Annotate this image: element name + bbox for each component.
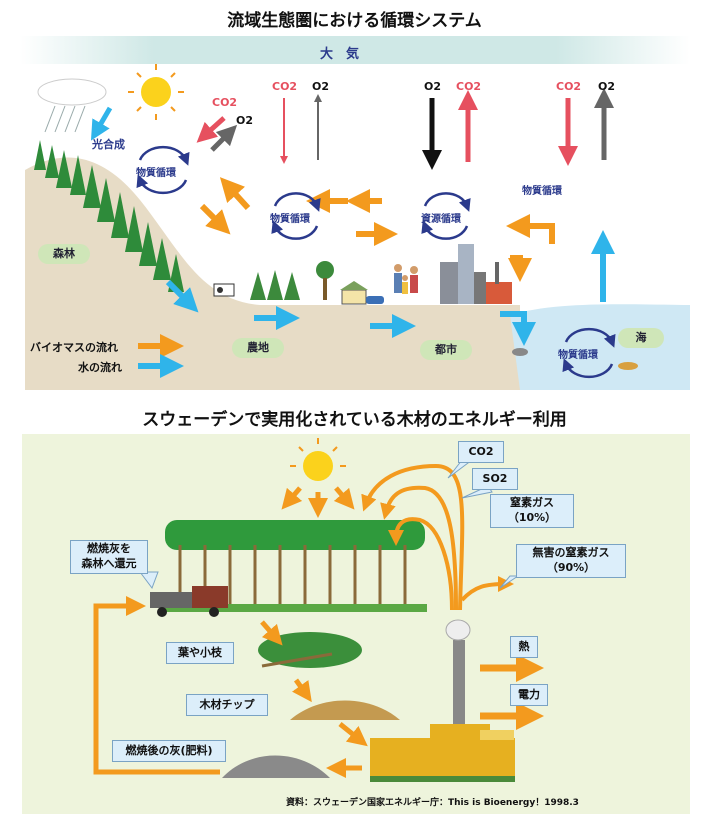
- flow-arrow-2: [292, 678, 312, 703]
- cycle-icon-2: [271, 192, 321, 240]
- callout-pointer-3: [499, 575, 520, 589]
- region-forest: 森林: [38, 244, 90, 264]
- bottom-forest-icon: [165, 520, 427, 612]
- o2-label-farm: O2: [312, 80, 330, 93]
- o2-label-city: O2: [424, 80, 442, 93]
- callout-pointer-4: [139, 571, 159, 590]
- water-arrow-4: [500, 311, 536, 346]
- chips-pile-icon: [290, 700, 400, 720]
- biomass-arrow-2: [219, 177, 251, 211]
- fish-icon: [512, 348, 638, 370]
- co2-label-city: CO2: [456, 80, 482, 93]
- branches-icon: [258, 632, 362, 668]
- farm-trees-icon: [250, 261, 334, 300]
- callout-co2: CO2: [458, 441, 504, 463]
- sun-ray-arrow-1: [281, 486, 303, 510]
- cycle-label-5: 物質循環: [558, 350, 598, 361]
- co2-label-farm: CO2: [272, 80, 298, 93]
- legend-biomass-label: バイオマスの流れ: [30, 341, 118, 354]
- people-icon: [394, 264, 418, 294]
- n2-return-arrow: [388, 517, 454, 611]
- flow-arrow-3: [338, 722, 368, 747]
- forest-icon: [34, 140, 184, 292]
- biomass-arrow-7: [508, 255, 532, 282]
- cycle-icon-4: [562, 327, 616, 379]
- co2-arrow-forest: [196, 116, 226, 143]
- so2-return-arrow: [380, 485, 458, 611]
- o2-label-forest: O2: [236, 114, 254, 127]
- callout-ash-return: 燃焼灰を 森林へ還元: [70, 540, 148, 574]
- cycle-label-3: 資源循環: [421, 214, 461, 225]
- region-city: 都市: [420, 340, 472, 360]
- photosynthesis-label: 光合成: [92, 138, 125, 151]
- cow-icon: [213, 283, 235, 297]
- sun-ray-arrow-3: [333, 486, 355, 510]
- biomass-arrow-1: [199, 203, 231, 235]
- cycle-label-4: 物質循環: [522, 186, 562, 197]
- co2-label-forest: CO2: [212, 96, 238, 109]
- callout-heat: 熱: [510, 636, 538, 658]
- callout-ash-fertilizer: 燃焼後の灰(肥料): [112, 740, 226, 762]
- o2-arrow-forest: [210, 124, 238, 152]
- callout-branches: 葉や小枝: [166, 642, 234, 664]
- atmosphere-label: 大 気: [320, 47, 360, 62]
- callout-n2: 窒素ガス （10%）: [490, 494, 574, 528]
- callout-so2: SO2: [472, 468, 518, 490]
- flow-arrow-1: [260, 620, 283, 646]
- water-arrow-1: [165, 279, 199, 313]
- cycle-label-1: 物質循環: [136, 168, 176, 179]
- bottom-title: スウェーデンで実用化されている木材のエネルギー利用: [142, 410, 567, 430]
- ash-pile-icon: [222, 755, 330, 778]
- source-note: 資料：スウェーデン国家エネルギー庁：This is Bioenergy！1998…: [286, 798, 579, 808]
- top-title: 流域生態圏における循環システム: [227, 11, 482, 31]
- cycle-icon-3: [421, 192, 471, 240]
- cycle-icon-1: [136, 145, 190, 195]
- o2-label-sea: O2: [598, 80, 616, 93]
- region-sea: 海: [618, 328, 664, 348]
- house-icon: [340, 281, 384, 305]
- sea: [510, 304, 690, 390]
- sun-icon: [128, 64, 184, 120]
- biomass-arrow-6: [506, 214, 555, 244]
- region-farm: 農地: [232, 338, 284, 358]
- cycle-label-2: 物質循環: [270, 214, 310, 225]
- sun-icon-bottom: [290, 438, 346, 481]
- city-buildings-icon: [440, 244, 512, 304]
- co2-label-sea: CO2: [556, 80, 582, 93]
- atmosphere-band: [20, 36, 690, 64]
- power-plant-icon: [370, 619, 515, 782]
- legend-water-label: 水の流れ: [78, 361, 122, 374]
- truck-icon: [150, 586, 228, 617]
- callout-harmless-n2: 無害の窒素ガス （90%）: [516, 544, 626, 578]
- harmless-n2-arrow: [460, 576, 514, 602]
- callout-chips: 木材チップ: [186, 694, 268, 716]
- rain-arrow: [90, 106, 113, 141]
- co2-return-arrow: [361, 463, 465, 611]
- callout-power: 電力: [510, 684, 548, 706]
- rain-cloud-icon: [37, 78, 107, 133]
- ash-return-arrow: [93, 596, 220, 775]
